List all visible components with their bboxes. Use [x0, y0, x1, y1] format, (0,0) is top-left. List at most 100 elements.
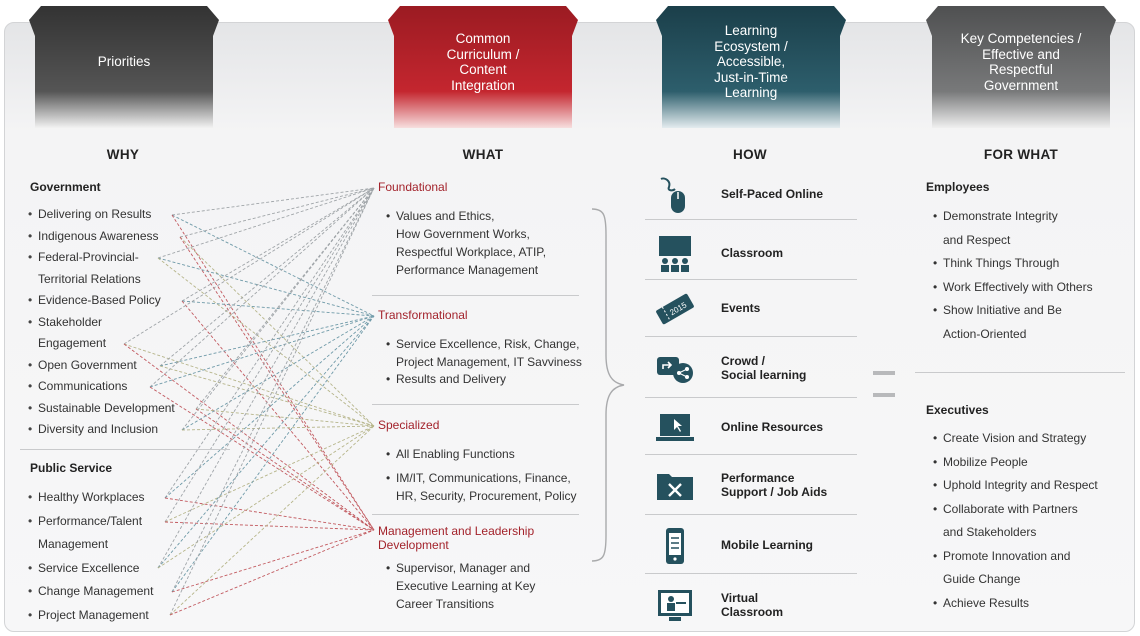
for-what-item: Mobilize People	[933, 451, 1128, 475]
how-item-virtual-classroom: Virtual Classroom	[645, 582, 857, 628]
equals-sign-top	[873, 371, 895, 375]
why-item: Change Management	[28, 581, 208, 603]
how-divider	[645, 454, 857, 455]
connector-line	[164, 187, 375, 499]
how-item-performance-support: Performance Support / Job Aids	[645, 462, 857, 508]
for-what-item: Collaborate with Partners	[933, 498, 1128, 522]
equals-sign-bottom	[873, 393, 895, 397]
banner-label: Key Competencies / Effective and Respect…	[960, 31, 1082, 93]
classroom-icon	[659, 236, 691, 272]
banner-label: Common Curriculum / Content Integration	[446, 31, 520, 93]
what-item: All Enabling Functions	[386, 445, 611, 463]
why-item: Project Management	[28, 605, 208, 627]
connector-line	[181, 425, 375, 431]
connector-line	[164, 425, 375, 523]
why-item: Service Excellence	[28, 558, 208, 580]
share-icon	[657, 357, 693, 383]
what-divider	[372, 514, 579, 515]
why-item: Federal-Provincial-	[28, 247, 208, 269]
heading-how: HOW	[733, 147, 767, 162]
why-item: Indigenous Awareness	[28, 226, 208, 248]
banner-label: Learning Ecosystem / Accessible, Just-in…	[714, 23, 788, 101]
why-item: Stakeholder	[28, 312, 208, 334]
why-item: Healthy Workplaces	[28, 487, 208, 509]
connector-line	[123, 187, 375, 345]
for-what-item: Work Effectively with Others	[933, 276, 1128, 300]
what-leadership-title: Management and Leadership Development	[378, 524, 535, 552]
what-foundational-title: Foundational	[378, 180, 448, 194]
for-what-item-continued: Guide Change	[943, 572, 1021, 586]
banner-shape	[388, 6, 578, 128]
why-item: Performance/Talent	[28, 511, 208, 533]
connector-line	[123, 343, 375, 427]
how-divider	[645, 397, 857, 398]
how-label: Crowd / Social learning	[721, 354, 807, 382]
how-divider	[645, 573, 857, 574]
for-what-item: Promote Innovation and	[933, 545, 1128, 569]
banner-competencies: Key Competencies / Effective and Respect…	[926, 6, 1116, 128]
how-label: Performance Support / Job Aids	[721, 471, 828, 499]
banner-ecosystem: Learning Ecosystem / Accessible, Just-in…	[656, 6, 846, 128]
connector-line	[181, 300, 375, 531]
connector-line	[157, 425, 375, 569]
how-label: Self-Paced Online	[721, 187, 824, 201]
ticket-icon: 2015	[656, 293, 694, 325]
why-item-continued: Engagement	[38, 336, 107, 350]
connector-line	[164, 315, 375, 499]
how-label: Virtual Classroom	[721, 591, 784, 619]
connector-line	[149, 386, 375, 531]
why-divider	[20, 449, 230, 450]
why-item: Evidence-Based Policy	[28, 290, 208, 312]
why-item-continued: Management	[38, 537, 109, 551]
for-what-item-continued: and Stakeholders	[943, 525, 1037, 539]
why-government-title: Government	[30, 180, 101, 194]
why-item: Sustainable Development	[28, 398, 208, 420]
for-what-item: Achieve Results	[933, 592, 1128, 616]
connector-line	[164, 187, 375, 523]
connector-line	[159, 187, 375, 367]
connector-line	[195, 408, 375, 531]
banner-shape	[656, 6, 846, 128]
laptop-icon	[656, 414, 694, 441]
for-what-item: Demonstrate Integrity	[933, 205, 1128, 229]
what-item: Results and Delivery	[386, 370, 611, 388]
connector-line	[169, 187, 375, 616]
banner-curriculum: Common Curriculum / Content Integration	[388, 6, 578, 128]
how-divider	[645, 219, 857, 220]
mouse-icon	[660, 177, 685, 213]
how-label: Mobile Learning	[721, 538, 814, 552]
connector-line	[157, 257, 375, 427]
for-what-item-continued: and Respect	[943, 232, 1011, 247]
why-item-continued: Territorial Relations	[38, 271, 141, 286]
how-label: Events	[721, 301, 761, 315]
why-public-service-title: Public Service	[30, 461, 113, 475]
virtual-classroom-icon	[658, 590, 692, 621]
connector-line	[179, 187, 375, 238]
what-item: Service Excellence, Risk, Change, Projec…	[386, 335, 611, 371]
heading-for-what: FOR WHAT	[983, 147, 1059, 162]
what-item: IM/IT, Communications, Finance, HR, Secu…	[386, 469, 611, 505]
for-what-item: Create Vision and Strategy	[933, 427, 1128, 451]
banner-shape	[29, 6, 219, 128]
what-divider	[372, 404, 579, 405]
connector-line	[179, 236, 375, 531]
connector-line	[181, 187, 375, 302]
how-item-classroom: Classroom	[645, 230, 857, 276]
connector-line	[149, 315, 375, 388]
how-item-events: 2015 Events	[645, 285, 857, 331]
what-item: Values and Ethics, How Government Works,…	[386, 207, 611, 279]
for-what-divider	[915, 372, 1125, 373]
why-item: Delivering on Results	[28, 204, 208, 226]
what-specialized-title: Specialized	[378, 418, 440, 432]
mobile-icon	[666, 528, 684, 564]
why-item: Open Government	[28, 355, 208, 377]
what-item: Supervisor, Manager and Executive Learni…	[386, 559, 611, 613]
connector-line	[181, 187, 375, 431]
for-what-item: Uphold Integrity and Respect	[933, 474, 1128, 498]
how-item-crowd: Crowd / Social learning	[645, 345, 857, 391]
why-item: Communications	[28, 376, 208, 398]
connector-line	[181, 315, 375, 431]
how-divider	[645, 514, 857, 515]
why-item: Diversity and Inclusion	[28, 419, 208, 441]
heading-what: WHAT	[462, 147, 504, 162]
